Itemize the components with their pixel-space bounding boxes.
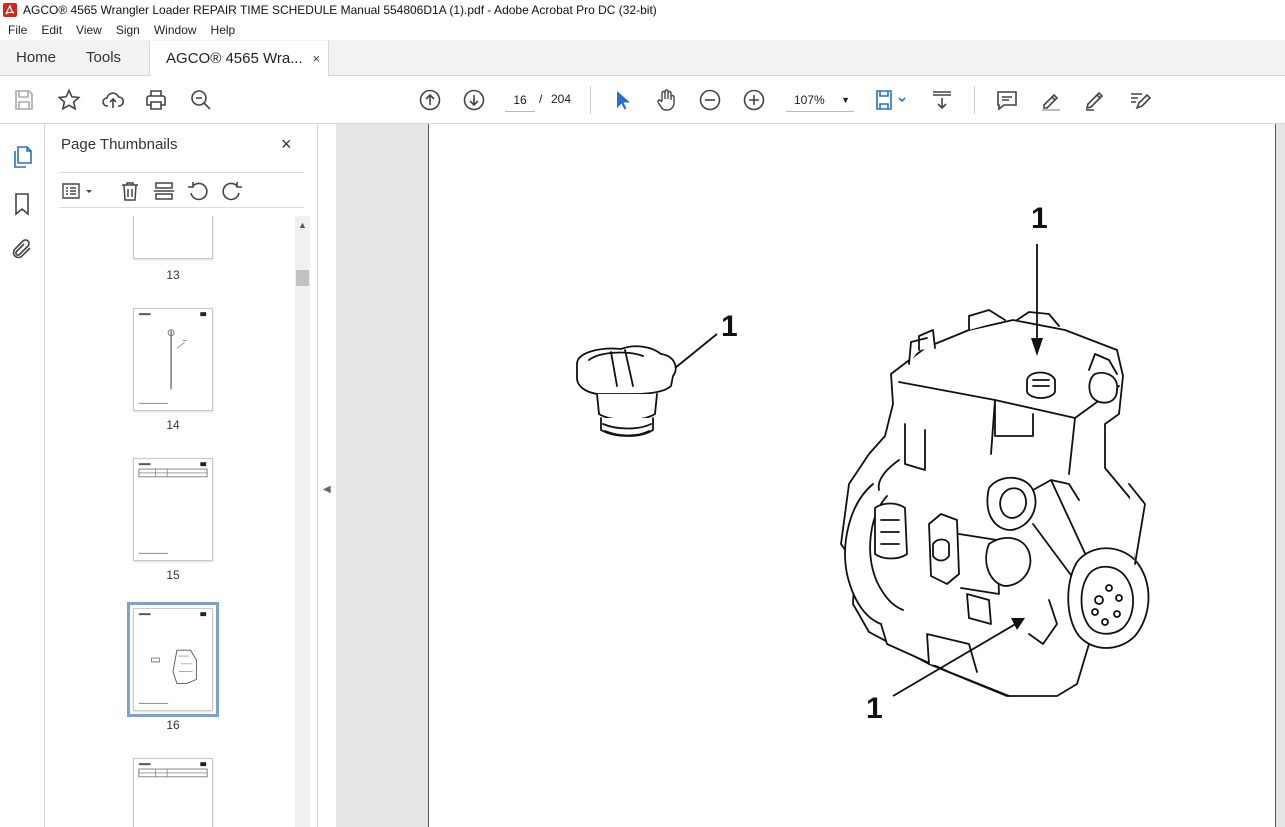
left-nav-rail (0, 124, 45, 827)
page-down-icon[interactable] (462, 88, 486, 112)
engine-block (840, 309, 1150, 697)
menu-bar: File Edit View Sign Window Help (0, 19, 1285, 40)
thumbnail-page[interactable] (133, 216, 213, 259)
thumbnail-preview (138, 312, 207, 404)
zoom-in-icon[interactable] (742, 88, 766, 112)
tab-document-label: AGCO® 4565 Wra... (166, 50, 303, 67)
extract-pages-icon[interactable] (153, 180, 175, 202)
page-thumbnails-icon[interactable] (10, 145, 34, 169)
page-up-icon[interactable] (418, 88, 442, 112)
scrollbar-thumb[interactable] (296, 270, 309, 286)
menu-sign[interactable]: Sign (115, 22, 140, 37)
thumbnail-label: 16 (166, 718, 180, 732)
thumbnail-page[interactable] (133, 758, 213, 827)
chevron-down-icon: ▼ (841, 94, 850, 105)
menu-window[interactable]: Window (153, 22, 197, 37)
window-title: AGCO® 4565 Wrangler Loader REPAIR TIME S… (23, 2, 657, 17)
thumbnail-page[interactable] (133, 308, 213, 411)
total-pages: 204 (551, 92, 572, 106)
menu-edit[interactable]: Edit (41, 22, 63, 37)
arrowheads (1011, 338, 1043, 630)
thumbnail-tools (59, 172, 304, 208)
thumbnail-label: 14 (166, 418, 180, 432)
thumbnail-scrollbar[interactable]: ▲ (295, 216, 310, 827)
document-viewer[interactable]: 1 1 1 (336, 124, 1285, 827)
window-title-bar: AGCO® 4565 Wrangler Loader REPAIR TIME S… (0, 0, 1285, 19)
leader-lines (674, 244, 1038, 697)
toolbar-divider (590, 86, 591, 114)
fit-page-icon[interactable] (874, 88, 910, 112)
menu-view[interactable]: View (76, 22, 102, 37)
tab-home[interactable]: Home (16, 49, 57, 66)
zoom-out-icon[interactable] (698, 88, 722, 112)
thumbnail-preview (138, 612, 207, 704)
zoom-dropdown[interactable]: 107% ▼ (786, 88, 854, 112)
star-icon[interactable] (57, 88, 81, 112)
callout-label: 1 (721, 310, 738, 343)
upload-cloud-icon[interactable] (101, 88, 125, 112)
rotate-right-icon[interactable] (221, 180, 243, 202)
thumbnail-label: 15 (166, 568, 180, 582)
draw-pen-icon[interactable] (1083, 88, 1107, 112)
scroll-up-icon[interactable]: ▲ (298, 220, 307, 230)
oil-filler-cap (576, 345, 677, 437)
thumbnail-label: 13 (166, 268, 180, 282)
thumbnail-page[interactable] (133, 458, 213, 561)
zoom-value: 107% (794, 92, 825, 107)
callout-label: 1 (866, 692, 883, 725)
menu-file[interactable]: File (8, 22, 28, 37)
comment-icon[interactable] (995, 88, 1019, 112)
callout-label: 1 (1031, 202, 1048, 235)
close-panel-icon[interactable]: × (281, 134, 292, 154)
tab-bar: Home Tools AGCO® 4565 Wra... × (0, 40, 1285, 76)
thumbnail-preview (138, 462, 208, 554)
chevron-left-icon: ◀ (323, 484, 331, 495)
thumbnail-preview (138, 762, 208, 778)
print-icon[interactable] (144, 88, 168, 112)
page-separator: / (539, 92, 543, 106)
scroll-mode-icon[interactable] (930, 88, 954, 112)
attachment-icon[interactable] (10, 237, 34, 261)
close-tab-icon[interactable]: × (312, 51, 321, 66)
page-thumbnails-panel: Page Thumbnails × 13 (45, 124, 318, 827)
pdf-page: 1 1 1 (428, 124, 1276, 827)
panel-collapse-handle[interactable]: ◀ (318, 124, 336, 827)
select-cursor-icon[interactable] (610, 88, 634, 112)
search-zoom-icon[interactable] (189, 88, 213, 112)
tab-document[interactable]: AGCO® 4565 Wra... × (149, 41, 330, 76)
menu-help[interactable]: Help (210, 22, 236, 37)
thumbnail-options-icon[interactable] (61, 180, 95, 202)
engine-illustration (576, 244, 1150, 697)
save-icon[interactable] (12, 88, 36, 112)
tab-tools[interactable]: Tools (86, 49, 122, 66)
current-page-input[interactable]: 16 (505, 88, 535, 112)
thumbnail-page-selected[interactable] (127, 602, 219, 717)
acrobat-icon (3, 2, 17, 17)
highlight-pen-icon[interactable] (1039, 88, 1063, 112)
hand-tool-icon[interactable] (654, 88, 678, 112)
fill-sign-icon[interactable] (1127, 88, 1151, 112)
thumbnail-list: 13 14 15 (45, 216, 295, 827)
bookmark-icon[interactable] (10, 192, 34, 216)
rotate-left-icon[interactable] (187, 180, 209, 202)
delete-page-icon[interactable] (119, 180, 141, 202)
toolbar: 16 / 204 107% ▼ (0, 76, 1285, 124)
panel-title: Page Thumbnails (61, 136, 178, 153)
toolbar-divider (974, 86, 975, 114)
